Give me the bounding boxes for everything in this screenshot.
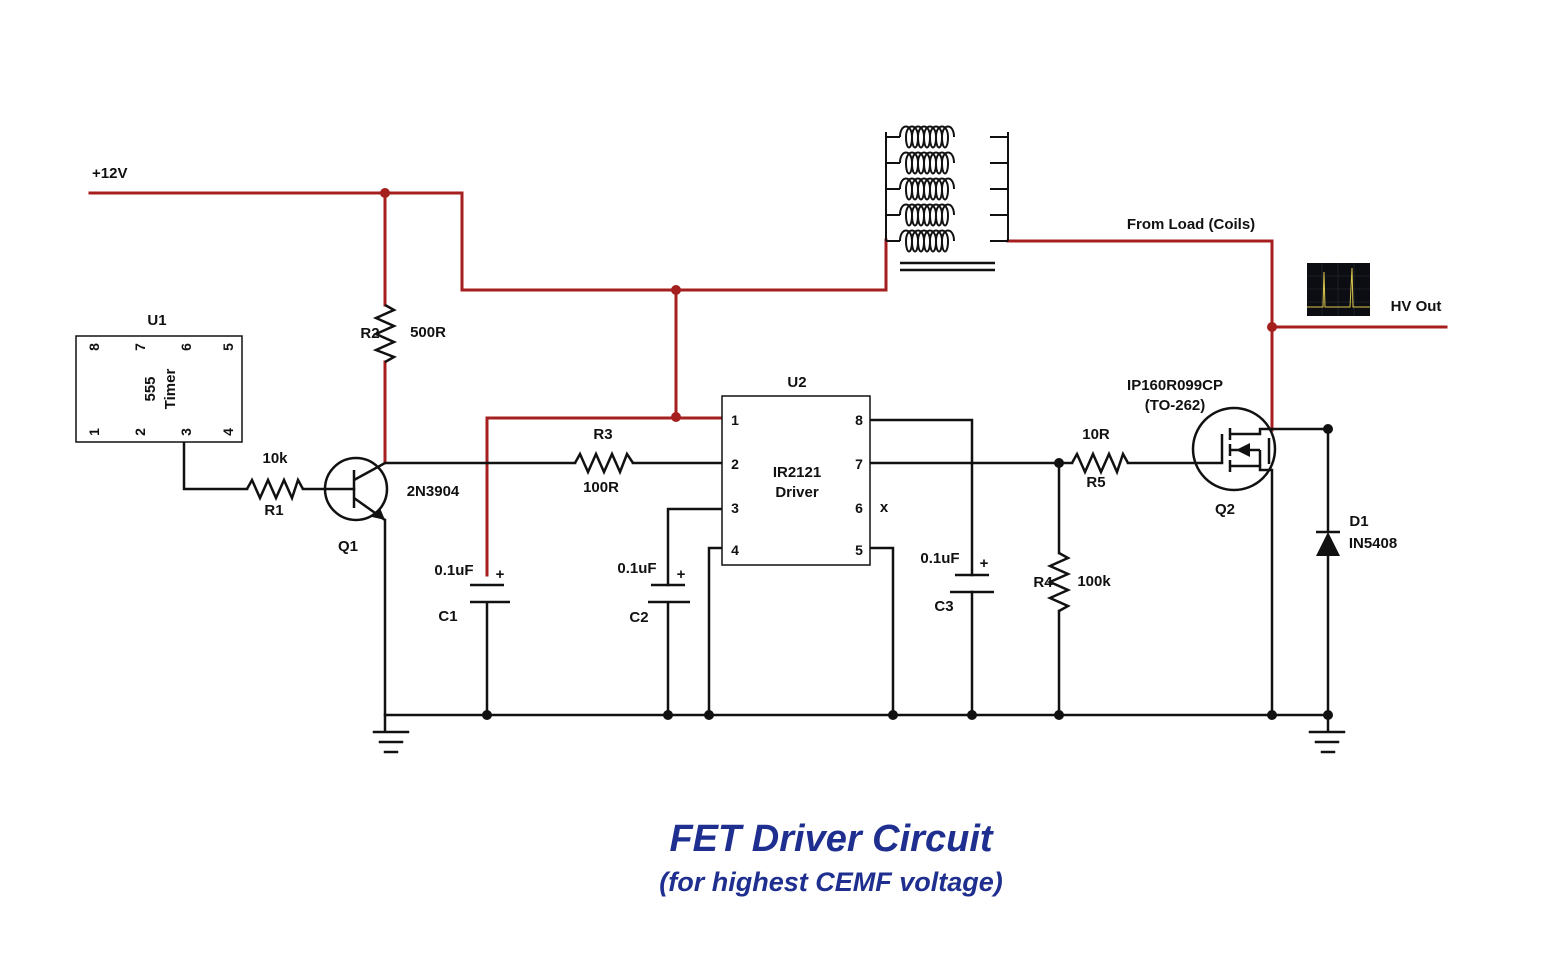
u1-pin-label: 8 bbox=[86, 343, 102, 351]
resistor-r2: R2 500R bbox=[360, 303, 446, 364]
u1-ref: U1 bbox=[147, 312, 166, 329]
c1-value: 0.1uF bbox=[434, 562, 473, 579]
u2-no-connect-mark: x bbox=[880, 499, 889, 516]
q1-part: 2N3904 bbox=[407, 483, 460, 500]
r2-ref: R2 bbox=[360, 325, 379, 342]
capacitor-c2: 0.1uF + C2 bbox=[617, 560, 690, 626]
signal-wires bbox=[182, 418, 1333, 732]
r3-value: 100R bbox=[583, 479, 619, 496]
u1-555-timer: U1 555 Timer 8 7 6 5 1 2 3 4 bbox=[75, 312, 243, 443]
r4-value: 100k bbox=[1077, 573, 1111, 590]
u1-pin-label: 2 bbox=[132, 428, 148, 436]
u2-pin-label: 6 bbox=[855, 500, 863, 516]
coil-winding bbox=[886, 151, 1008, 175]
u1-pin-label: 6 bbox=[178, 343, 194, 351]
supply-wires bbox=[88, 188, 1448, 577]
junction-dot bbox=[1267, 710, 1277, 720]
coil-winding bbox=[886, 177, 1008, 201]
d1-ref: D1 bbox=[1349, 513, 1368, 530]
junction-dot bbox=[888, 710, 898, 720]
coil-winding bbox=[886, 203, 1008, 227]
junction-dot bbox=[671, 285, 681, 295]
c2-ref: C2 bbox=[629, 609, 648, 626]
ground-symbol bbox=[1308, 730, 1346, 754]
diagram-title: FET Driver Circuit bbox=[669, 818, 993, 860]
load-label: From Load (Coils) bbox=[1127, 216, 1255, 233]
u2-pin-label: 7 bbox=[855, 456, 863, 472]
c3-polarity: + bbox=[980, 555, 989, 572]
junction-dot bbox=[1323, 424, 1333, 434]
r5-value: 10R bbox=[1082, 426, 1110, 443]
u2-pin-label: 4 bbox=[731, 542, 739, 558]
r3-ref: R3 bbox=[593, 426, 612, 443]
transistor-q1-npn: 2N3904 Q1 bbox=[323, 456, 460, 555]
u2-pin-label: 5 bbox=[855, 542, 863, 558]
u2-pin-label: 3 bbox=[731, 500, 739, 516]
r4-ref: R4 bbox=[1033, 574, 1053, 591]
u2-name-line1: IR2121 bbox=[773, 464, 821, 481]
u2-pin-label: 8 bbox=[855, 412, 863, 428]
u1-pin-label: 4 bbox=[220, 428, 236, 436]
diode-d1: D1 IN5408 bbox=[1316, 513, 1397, 556]
junction-dot bbox=[380, 188, 390, 198]
u1-name-line2: Timer bbox=[162, 369, 179, 410]
r1-value: 10k bbox=[262, 450, 288, 467]
resistor-r5: 10R R5 bbox=[1070, 426, 1130, 491]
u2-ir2121-driver: U2 IR2121 Driver 1 2 3 4 8 7 6 5 x bbox=[721, 374, 889, 566]
diagram-subtitle: (for highest CEMF voltage) bbox=[659, 867, 1003, 897]
u2-pin-label: 2 bbox=[731, 456, 739, 472]
q2-ref: Q2 bbox=[1215, 501, 1235, 518]
c3-value: 0.1uF bbox=[920, 550, 959, 567]
supply-label: +12V bbox=[92, 165, 127, 182]
capacitor-c1: 0.1uF + C1 bbox=[434, 562, 510, 625]
u2-ref: U2 bbox=[787, 374, 806, 391]
resistor-r3: R3 100R bbox=[573, 426, 635, 496]
c1-polarity: + bbox=[496, 566, 505, 583]
junction-dot bbox=[967, 710, 977, 720]
c1-ref: C1 bbox=[438, 608, 457, 625]
junction-dot bbox=[704, 710, 714, 720]
u2-name-line2: Driver bbox=[775, 484, 819, 501]
u1-pin-label: 3 bbox=[178, 428, 194, 436]
capacitor-c3: 0.1uF + C3 bbox=[920, 550, 994, 615]
c3-ref: C3 bbox=[934, 598, 953, 615]
junction-dot bbox=[1054, 458, 1064, 468]
r5-ref: R5 bbox=[1086, 474, 1105, 491]
q2-part-line1: IP160R099CP bbox=[1127, 377, 1223, 394]
oscilloscope-trace-thumbnail bbox=[1307, 263, 1370, 316]
junction-dot bbox=[663, 710, 673, 720]
u1-pin-label: 7 bbox=[132, 343, 148, 351]
junction-dot bbox=[1267, 322, 1277, 332]
d1-part: IN5408 bbox=[1349, 535, 1397, 552]
u2-pin-label: 1 bbox=[731, 412, 739, 428]
ground-symbol bbox=[372, 730, 410, 754]
junction-dot bbox=[1054, 710, 1064, 720]
u1-pin-label: 1 bbox=[86, 428, 102, 436]
resistor-r4: R4 100k bbox=[1033, 551, 1111, 613]
r1-ref: R1 bbox=[264, 502, 283, 519]
c2-value: 0.1uF bbox=[617, 560, 656, 577]
u1-name-line1: 555 bbox=[142, 376, 159, 401]
junction-dot bbox=[1323, 710, 1333, 720]
junction-dot bbox=[671, 412, 681, 422]
coil-winding bbox=[886, 125, 1008, 149]
q2-part-line2: (TO-262) bbox=[1145, 397, 1206, 414]
u1-pin-label: 5 bbox=[220, 343, 236, 351]
hv-out-label: HV Out bbox=[1391, 298, 1442, 315]
junction-dot bbox=[482, 710, 492, 720]
transistor-q2-mosfet: IP160R099CP (TO-262) Q2 bbox=[1127, 377, 1277, 518]
q1-ref: Q1 bbox=[338, 538, 358, 555]
load-coils bbox=[885, 125, 1009, 272]
r2-value: 500R bbox=[410, 324, 446, 341]
resistor-r1: 10k R1 bbox=[245, 450, 305, 519]
c2-polarity: + bbox=[677, 566, 686, 583]
coil-winding bbox=[886, 229, 1008, 253]
